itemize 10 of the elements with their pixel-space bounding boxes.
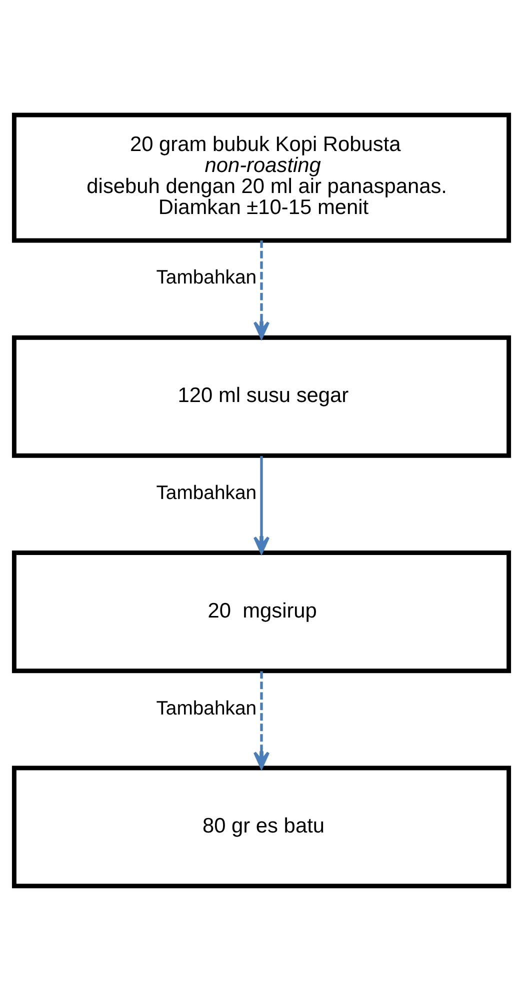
edge-label: Tambahkan	[156, 266, 257, 288]
node-box: 20 gram bubuk Kopi Robusta non-roasting disebuh dengan 20 ml air panaspanas. Diamkan ±10-15 menit	[12, 112, 512, 242]
node-box: 120 ml susu segar	[12, 334, 512, 458]
arrow	[253, 456, 270, 554]
arrow	[253, 240, 270, 338]
edge-label: Tambahkan	[156, 696, 257, 719]
node-box: 80 gr es batu	[12, 765, 512, 888]
edge-label: Tambahkan	[156, 482, 257, 504]
arrow	[253, 670, 270, 768]
node-box: 20 mgsirup	[12, 550, 512, 673]
